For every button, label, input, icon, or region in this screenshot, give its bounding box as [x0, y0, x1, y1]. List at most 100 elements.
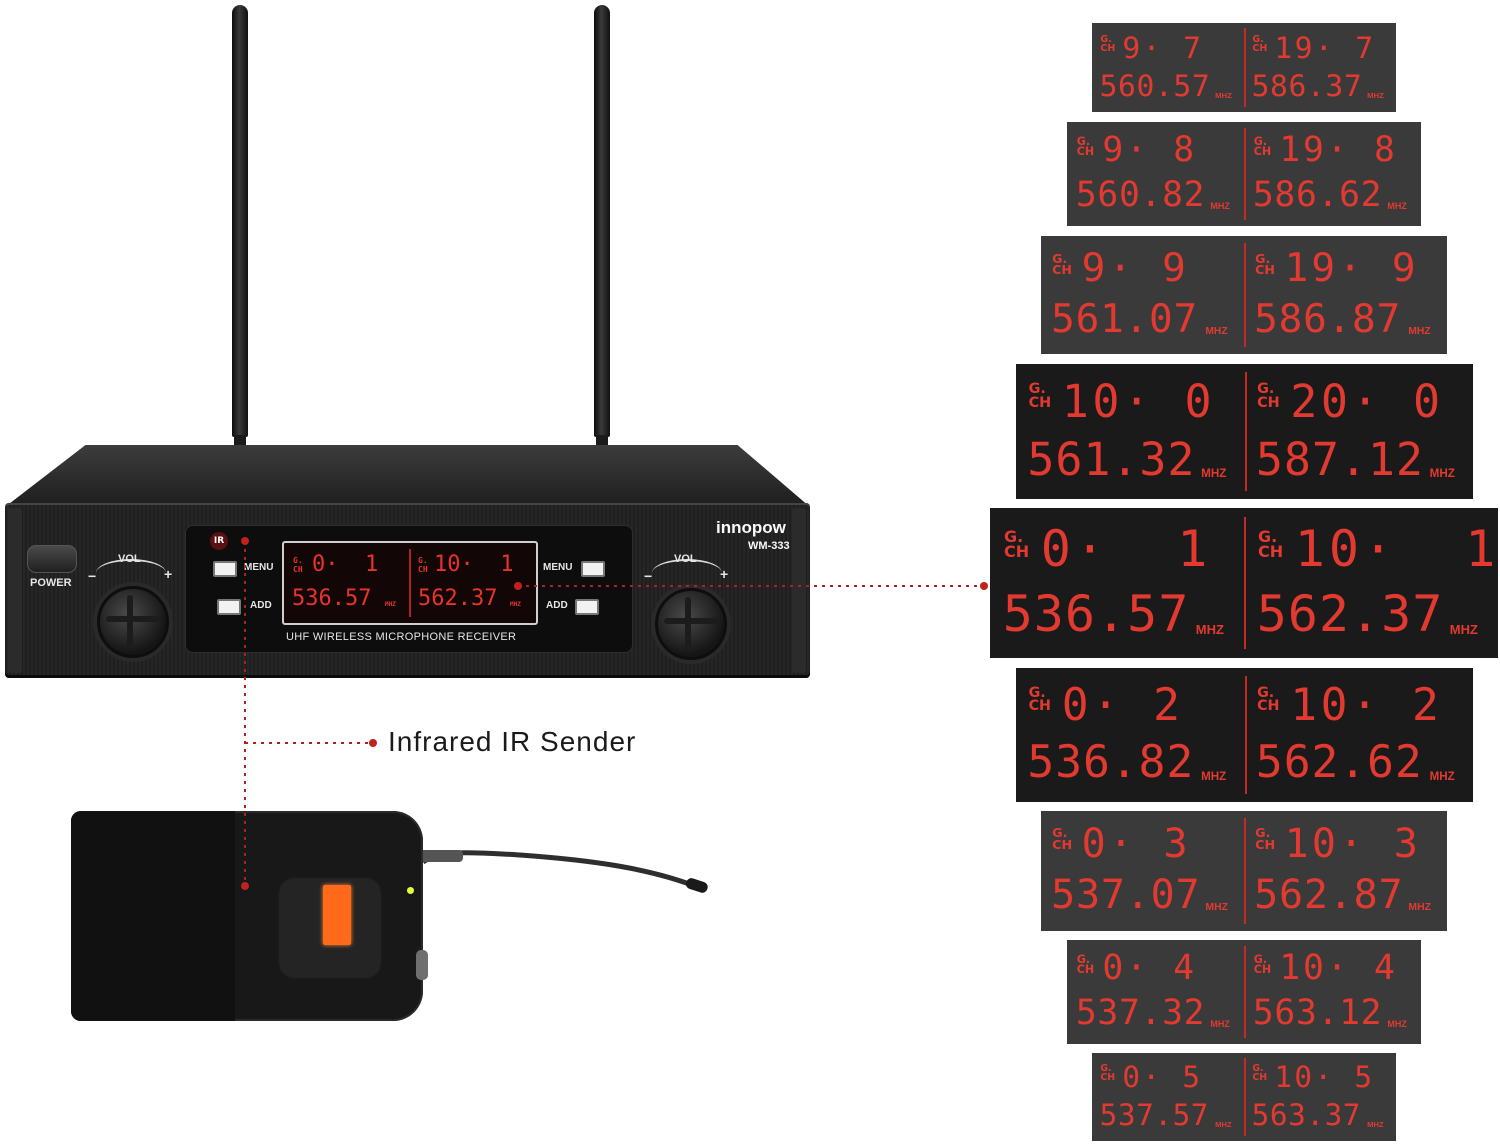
panel-divider [1244, 676, 1247, 794]
gch-label: G. CH [1255, 825, 1276, 853]
frequency-value: 586.62 [1252, 175, 1383, 216]
lcd-divider [409, 549, 411, 617]
channel-number: 10· 3 [1284, 820, 1422, 867]
left-vol-plus: + [164, 566, 173, 582]
frequency-value: 560.57 [1099, 68, 1211, 104]
gch-label: G. CH [1100, 34, 1116, 55]
mhz-unit: MHZ [1449, 622, 1478, 637]
gch-label: G. CH [1257, 684, 1280, 715]
left-add-label: ADD [250, 600, 272, 611]
right-menu-button[interactable] [581, 561, 605, 577]
channel-number: 19· 7 [1274, 30, 1376, 66]
left-rack-ear [8, 508, 22, 673]
panel-divider [1244, 818, 1246, 924]
model-label: WM-333 [748, 540, 790, 552]
power-label: POWER [30, 577, 72, 589]
left-vol-minus: − [88, 568, 97, 584]
ir-sensor: IR [210, 532, 228, 550]
gch-label: G. CH [1076, 134, 1095, 159]
gch-label: G. CH [1253, 134, 1272, 159]
right-add-label: ADD [546, 600, 568, 611]
frequency-value: 561.07 [1051, 296, 1198, 343]
channel-number: 0· 5 [1122, 1060, 1203, 1095]
bodypack-audio-jack [416, 950, 428, 980]
mhz-unit: MHZ [1429, 466, 1455, 480]
left-menu-button[interactable] [213, 561, 237, 577]
channel-number: 10· 4 [1279, 948, 1398, 989]
channel-number: 19· 9 [1284, 245, 1419, 292]
left-add-button[interactable] [217, 599, 241, 615]
frequency-value: 563.12 [1252, 993, 1383, 1034]
mhz-unit: MHZ [1387, 201, 1407, 212]
mhz-unit: MHZ [1367, 1119, 1384, 1129]
gch-label: G. CH [1003, 527, 1030, 562]
panel-divider [1244, 372, 1247, 491]
frequency-value: 586.37 [1251, 68, 1363, 104]
frequency-value: 536.82 [1027, 736, 1195, 789]
panel-divider [1244, 128, 1246, 220]
mhz-unit: MHZ [1201, 466, 1227, 480]
channel-number: 10· 2 [1290, 678, 1443, 731]
power-button[interactable] [27, 545, 77, 573]
lcd-left-gch: G. CH [293, 556, 303, 574]
right-vol-arc [652, 559, 722, 587]
frequency-value: 562.87 [1254, 872, 1404, 919]
lcd-left-frequency: 536.57 [292, 586, 372, 611]
mhz-unit: MHZ [1210, 1019, 1230, 1030]
panel-divider [1244, 28, 1246, 107]
channel-number: 10· 1 [1294, 520, 1500, 578]
gch-label: G. CH [1028, 684, 1051, 715]
mhz-unit: MHZ [1367, 90, 1384, 100]
channel-number: 0· 3 [1081, 820, 1191, 867]
frequency-value: 560.82 [1075, 175, 1206, 216]
frequency-value: 586.87 [1254, 296, 1401, 343]
right-rack-ear [792, 508, 806, 673]
gch-label: G. CH [1100, 1063, 1116, 1084]
gch-label: G. CH [1255, 250, 1275, 278]
mhz-unit: MHZ [1210, 201, 1230, 212]
gch-label: G. CH [1052, 825, 1073, 853]
frequency-value: 537.57 [1099, 1097, 1210, 1132]
right-vol-plus: + [720, 566, 729, 582]
channel-number: 0· 1 [1040, 520, 1212, 578]
panel-divider [1244, 517, 1246, 649]
gch-label: G. CH [1257, 380, 1280, 411]
receiver-top-cover [5, 445, 810, 507]
left-volume-knob[interactable] [97, 586, 169, 658]
right-vol-minus: − [644, 568, 653, 584]
channel-number: 9· 8 [1102, 130, 1197, 171]
mhz-unit: MHZ [1387, 1019, 1407, 1030]
mhz-unit: MHZ [1205, 325, 1228, 337]
channel-number: 0· 2 [1061, 678, 1184, 731]
gch-label: G. CH [1252, 1063, 1268, 1084]
channel-number: 19· 8 [1279, 130, 1398, 171]
bodypack-lcd [323, 885, 351, 945]
left-menu-label: MENU [244, 562, 274, 573]
right-menu-label: MENU [543, 562, 573, 573]
channel-number: 9· 9 [1081, 245, 1189, 292]
mhz-unit: MHZ [1408, 325, 1431, 337]
mhz-unit: MHZ [1201, 769, 1227, 783]
gch-label: G. CH [1076, 952, 1095, 977]
right-vol-label: VOL [674, 553, 697, 565]
right-add-button[interactable] [575, 599, 599, 615]
receiver-lcd: G. CH 0· 1 536.57 MHZ G. CH 10· 1 562.37… [282, 541, 538, 625]
mhz-unit: MHZ [1408, 902, 1431, 914]
lcd-right-channel: 10· 1 [434, 552, 514, 577]
frequency-value: 587.12 [1255, 432, 1424, 486]
gch-label: G. CH [1052, 250, 1072, 278]
gch-label: G. CH [1028, 380, 1052, 411]
channel-number: 10· 0 [1061, 374, 1216, 428]
right-volume-knob[interactable] [655, 588, 727, 660]
bodypack-belt-clip [71, 811, 235, 1021]
frequency-value: 563.37 [1251, 1097, 1362, 1132]
gch-label: G. CH [1257, 527, 1284, 562]
bodypack-status-led [407, 887, 414, 894]
mhz-unit: MHZ [1429, 769, 1455, 783]
